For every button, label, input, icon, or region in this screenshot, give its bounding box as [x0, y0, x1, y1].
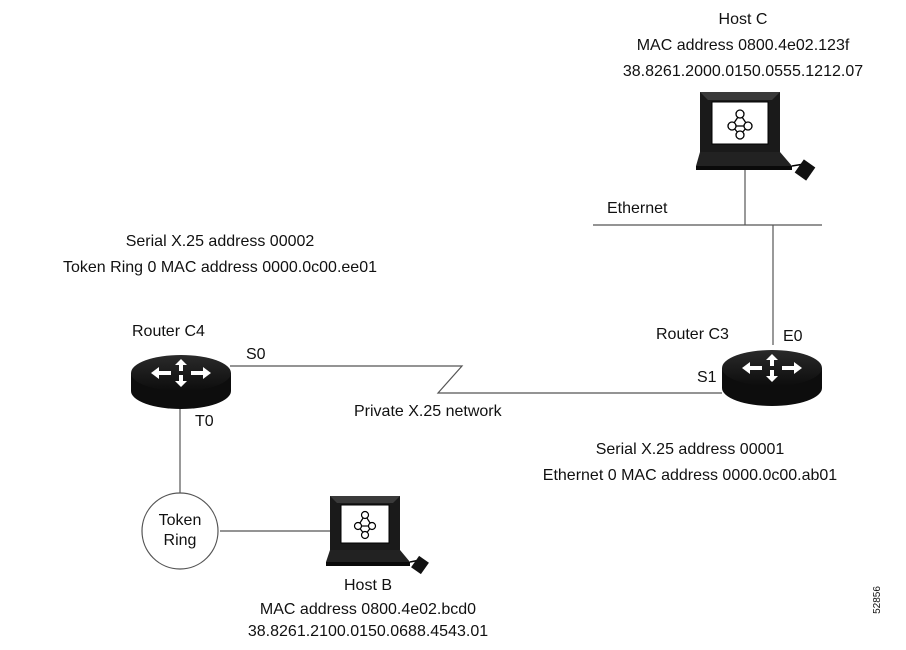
- x25-serial-link: [230, 365, 722, 394]
- host-c-nsap-address: 38.8261.2000.0150.0555.1212.07: [622, 63, 864, 80]
- figure-id: 52856: [871, 586, 883, 614]
- router-c4-token-ring-mac: Token Ring 0 MAC address 0000.0c00.ee01: [63, 259, 377, 276]
- router-c3-serial-address: Serial X.25 address 00001: [595, 441, 785, 458]
- token-ring-label-line1: Token: [158, 512, 202, 529]
- host-b-nsap-address: 38.8261.2100.0150.0688.4543.01: [247, 623, 489, 640]
- host-c-computer-icon: [696, 92, 816, 181]
- router-c4-serial-address: Serial X.25 address 00002: [125, 233, 315, 250]
- host-c-mac-address: MAC address 0800.4e02.123f: [636, 37, 850, 54]
- host-b-computer-icon: [326, 496, 429, 575]
- links: [179, 170, 822, 532]
- router-c4-port-t0: T0: [195, 413, 214, 430]
- ethernet-label: Ethernet: [607, 200, 668, 217]
- host-c-name: Host C: [718, 11, 768, 28]
- router-c4-name: Router C4: [132, 323, 205, 340]
- router-c3-icon: [722, 350, 822, 406]
- host-b-mac-address: MAC address 0800.4e02.bcd0: [259, 601, 477, 618]
- private-x25-network-label: Private X.25 network: [354, 403, 502, 420]
- router-c3-ethernet-mac: Ethernet 0 MAC address 0000.0c00.ab01: [542, 467, 838, 484]
- router-c3-port-s1: S1: [697, 369, 717, 386]
- token-ring-label-line2: Ring: [163, 532, 197, 549]
- host-b-name: Host B: [343, 577, 393, 594]
- router-c4-port-s0: S0: [246, 346, 266, 363]
- token-ring-node: [141, 492, 219, 570]
- router-c4-icon: [131, 355, 231, 409]
- router-c3-port-e0: E0: [783, 328, 803, 345]
- router-c3-name: Router C3: [656, 326, 729, 343]
